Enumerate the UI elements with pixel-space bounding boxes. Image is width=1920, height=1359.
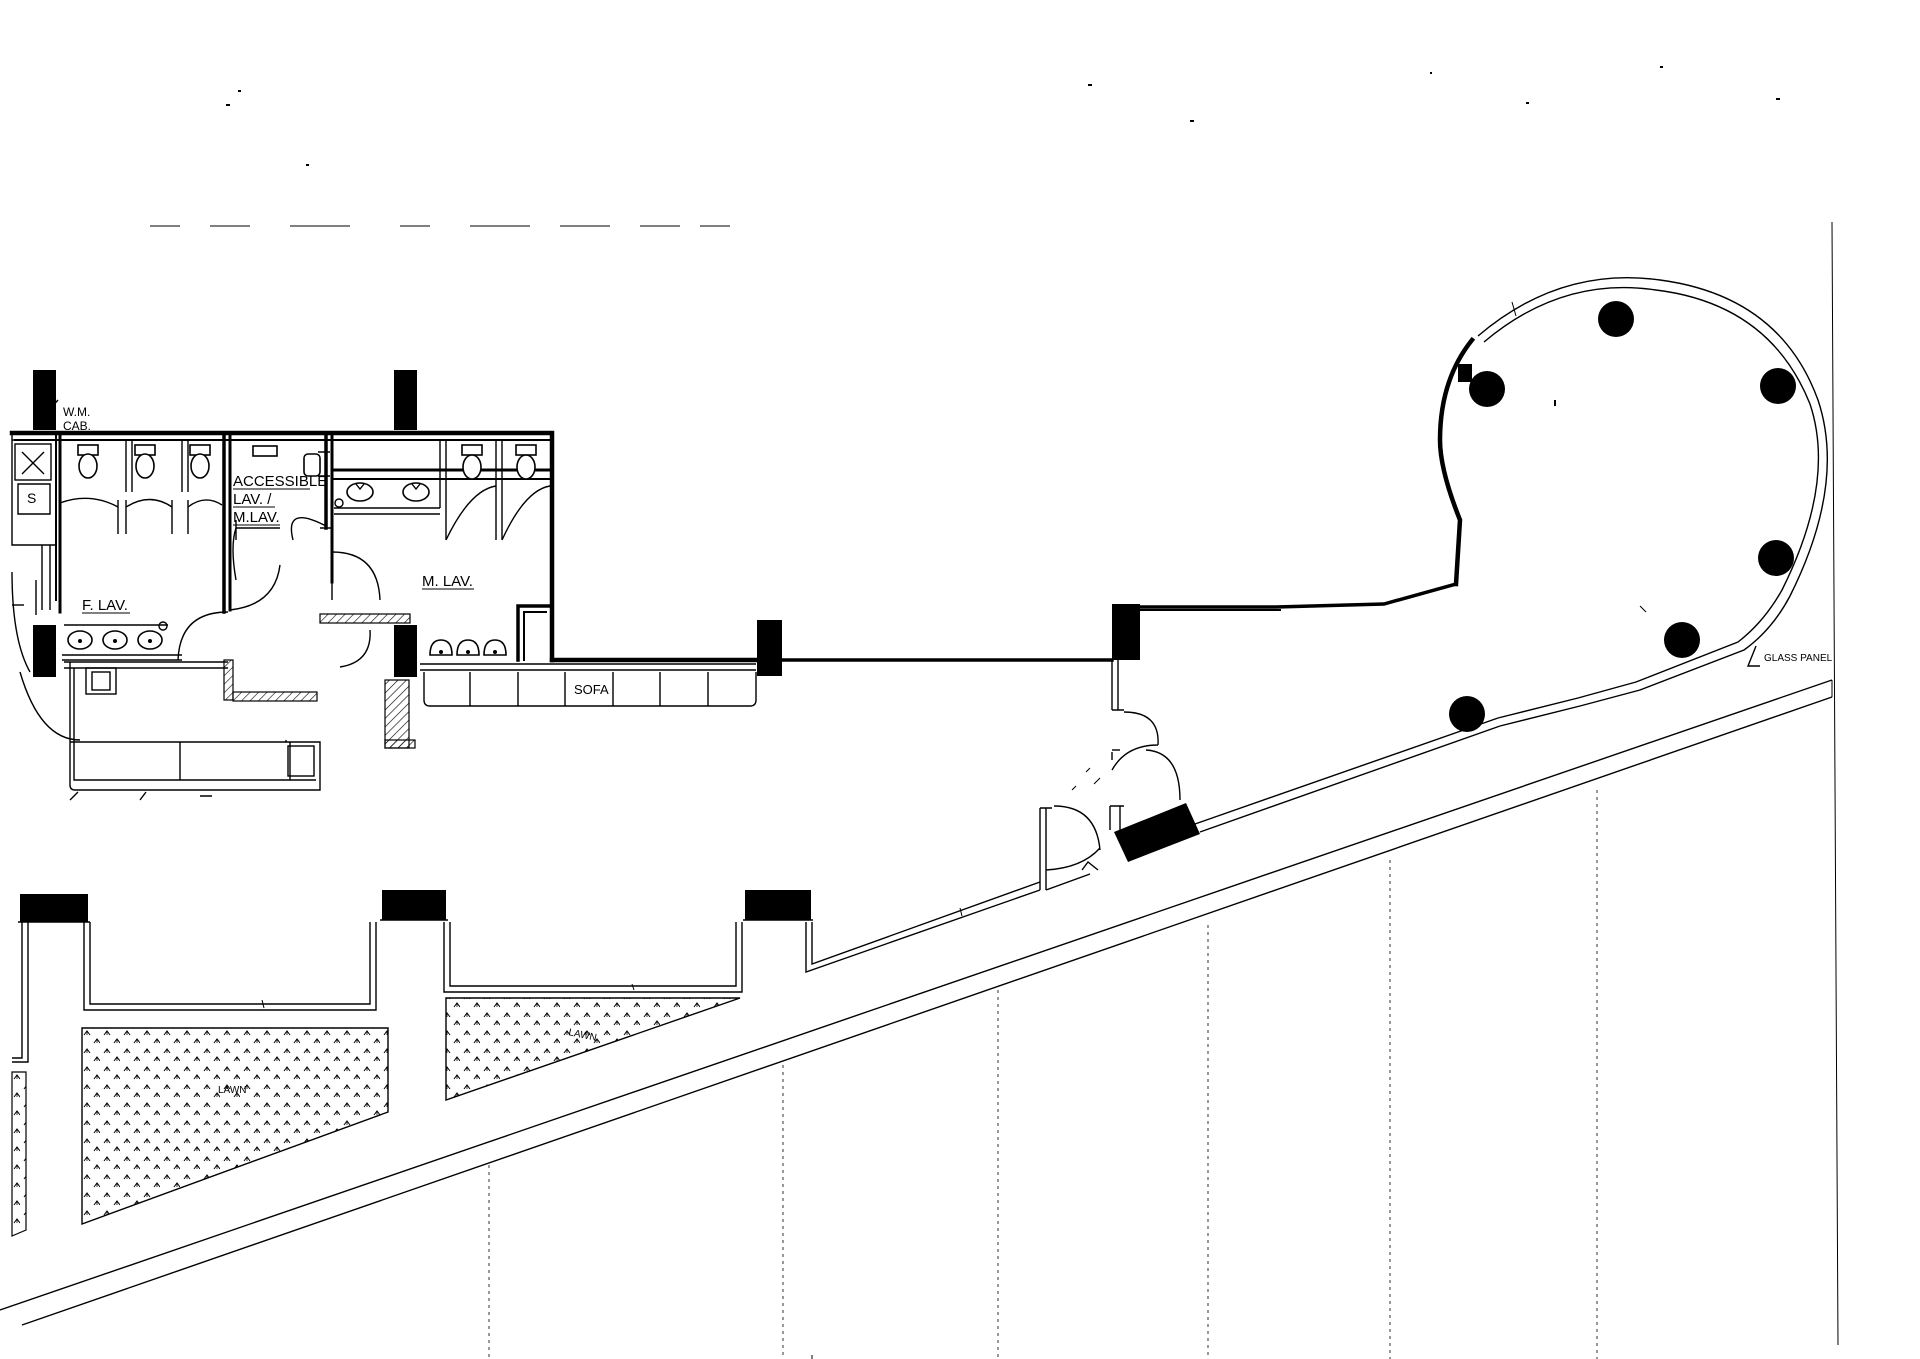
column-icon (1760, 368, 1796, 404)
f-lav-label: F. LAV. (82, 597, 128, 614)
lawn-label: LAWN (218, 1085, 247, 1096)
sofa (420, 663, 757, 707)
wm-cab-label: W.M. (63, 405, 90, 419)
sink-icon (102, 630, 128, 650)
accessible-lav-label: M.LAV. (233, 509, 280, 526)
accessible-lav-label: LAV. / (233, 491, 272, 508)
column-icon (1664, 622, 1700, 658)
s-mark-label: S (27, 490, 36, 506)
urinal-icon (483, 639, 507, 656)
column-icon (1469, 371, 1505, 407)
sink-icon (67, 630, 93, 650)
sink-icon (346, 482, 374, 502)
faint-parcel-lines (488, 790, 1598, 1359)
lavatory-block (9, 370, 555, 801)
sofa-label: SOFA (574, 682, 609, 697)
m-lav-label: M. LAV. (422, 573, 473, 590)
toilet-icon (77, 444, 99, 479)
page-edge-lines (811, 221, 1839, 1359)
column-icon (1758, 540, 1794, 576)
urinal-icon (429, 639, 453, 656)
sink-icon (402, 482, 430, 502)
column-icon (1598, 301, 1634, 337)
wm-cab-label: CAB. (63, 419, 91, 433)
toilet-icon (515, 444, 537, 480)
column-icon (1449, 696, 1485, 732)
urinal-icon (456, 639, 480, 656)
toilet-icon (252, 445, 321, 477)
toilet-icon (189, 444, 211, 479)
main-space-walls (394, 581, 1459, 891)
glass-panel-label: GLASS PANEL (1764, 653, 1833, 664)
sink-icon (137, 630, 163, 650)
lawn-hatch-pattern (11, 997, 741, 1237)
drawing-labels: W.M. CAB. S F. LAV. ACCESSIBLE LAV. / M.… (27, 405, 1833, 1096)
label-underlines (82, 488, 474, 614)
scan-specks (150, 66, 1780, 406)
toilet-icon (461, 444, 483, 480)
lower-planters (11, 881, 1041, 1237)
toilet-icon (134, 444, 156, 479)
accessible-lav-label: ACCESSIBLE (233, 473, 327, 490)
diagonal-boundary (0, 679, 1833, 1326)
round-pavilion (1194, 277, 1829, 833)
